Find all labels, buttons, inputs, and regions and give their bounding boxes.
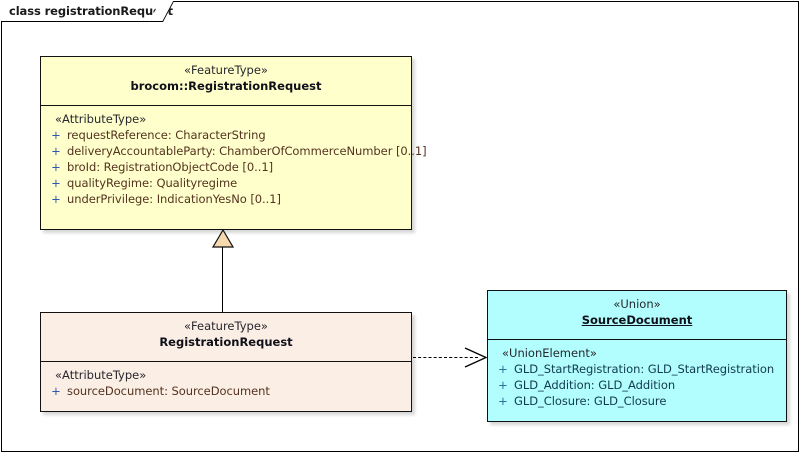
union-elements-compartment: «UnionElement» + GLD_StartRegistration: …: [488, 340, 786, 415]
attributes-compartment: «AttributeType» + requestReference: Char…: [41, 106, 426, 213]
visibility-marker: +: [498, 394, 508, 408]
class-compartment-divider: [41, 105, 411, 106]
compartment-stereotype-label: «AttributeType»: [55, 368, 147, 382]
attribute-row[interactable]: + sourceDocument: SourceDocument: [45, 383, 407, 399]
attribute-row[interactable]: + deliveryAccountableParty: ChamberOfCom…: [45, 143, 426, 159]
attribute-row[interactable]: + GLD_StartRegistration: GLD_StartRegist…: [492, 361, 782, 377]
dependency-arrowhead-icon: [462, 346, 488, 369]
attribute-label: GLD_Addition: GLD_Addition: [514, 378, 676, 392]
attribute-row[interactable]: + GLD_Addition: GLD_Addition: [492, 377, 782, 393]
attribute-row[interactable]: + requestReference: CharacterString: [45, 127, 407, 143]
attribute-row[interactable]: + broId: RegistrationObjectCode [0..1]: [45, 159, 407, 175]
class-header-registration-request: «FeatureType» RegistrationRequest: [41, 313, 411, 361]
class-compartment-divider: [488, 339, 786, 340]
attribute-row[interactable]: + qualityRegime: Qualityregime: [45, 175, 407, 191]
class-name-label: SourceDocument: [581, 313, 693, 327]
class-name-label: brocom::RegistrationRequest: [130, 79, 322, 93]
class-stereotype: «FeatureType»: [184, 319, 268, 333]
dependency-line[interactable]: [413, 357, 478, 358]
class-header-brocom-registration-request: «FeatureType» brocom::RegistrationReques…: [41, 57, 411, 105]
generalization-arrowhead-icon: [212, 229, 234, 248]
generalization-line[interactable]: [222, 247, 223, 312]
attribute-row[interactable]: + underPrivilege: IndicationYesNo [0..1]: [45, 191, 407, 207]
diagram-frame-tab: class registrationRequest: [1, 1, 175, 22]
attribute-row[interactable]: + GLD_Closure: GLD_Closure: [492, 393, 782, 409]
attribute-label: underPrivilege: IndicationYesNo [0..1]: [67, 192, 281, 206]
attribute-label: broId: RegistrationObjectCode [0..1]: [67, 160, 274, 174]
visibility-marker: +: [51, 128, 61, 142]
class-box-source-document[interactable]: «Union» SourceDocument «UnionElement» + …: [487, 290, 787, 422]
class-stereotype: «Union»: [613, 297, 661, 311]
class-name-label: RegistrationRequest: [159, 335, 293, 349]
attribute-label: GLD_StartRegistration: GLD_StartRegistra…: [514, 362, 775, 376]
class-header-source-document: «Union» SourceDocument: [488, 291, 786, 339]
attribute-label: sourceDocument: SourceDocument: [67, 384, 270, 398]
compartment-stereotype-label: «UnionElement»: [502, 346, 597, 360]
visibility-marker: +: [498, 362, 508, 376]
compartment-stereotype-label: «AttributeType»: [55, 112, 147, 126]
class-stereotype: «FeatureType»: [184, 63, 268, 77]
class-box-brocom-registration-request[interactable]: «FeatureType» brocom::RegistrationReques…: [40, 56, 427, 230]
visibility-marker: +: [51, 384, 61, 398]
visibility-marker: +: [498, 378, 508, 392]
attribute-label: deliveryAccountableParty: ChamberOfComme…: [67, 144, 427, 158]
attribute-label: GLD_Closure: GLD_Closure: [514, 394, 667, 408]
attribute-label: qualityRegime: Qualityregime: [67, 176, 238, 190]
diagram-frame-label: class registrationRequest: [9, 4, 173, 18]
visibility-marker: +: [51, 176, 61, 190]
visibility-marker: +: [51, 192, 61, 206]
attributes-compartment: «AttributeType» + sourceDocument: Source…: [41, 362, 411, 405]
visibility-marker: +: [51, 160, 61, 174]
attribute-label: requestReference: CharacterString: [67, 128, 266, 142]
class-compartment-divider: [41, 361, 411, 362]
class-box-registration-request[interactable]: «FeatureType» RegistrationRequest «Attri…: [40, 312, 412, 412]
visibility-marker: +: [51, 144, 61, 158]
